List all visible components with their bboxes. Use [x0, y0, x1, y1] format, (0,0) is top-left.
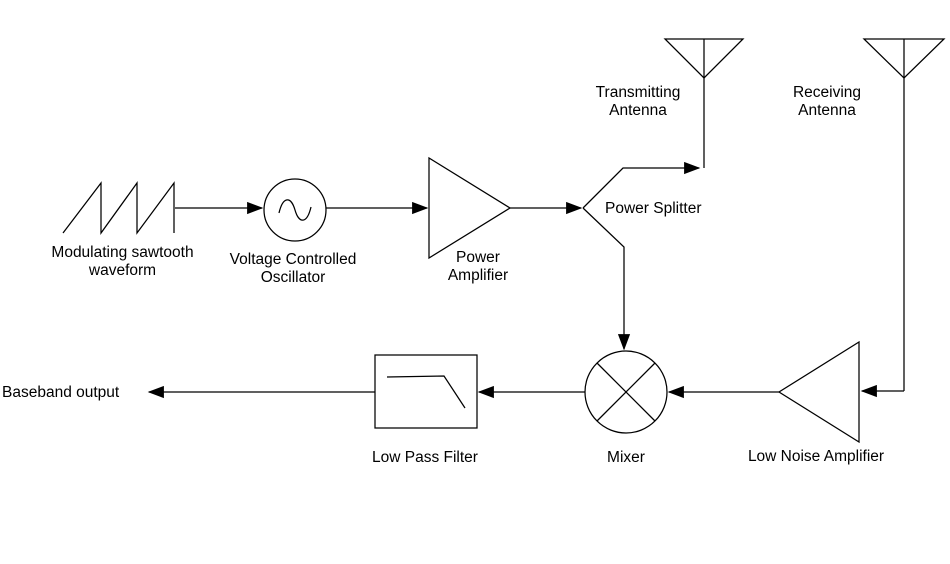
label-line: Antenna [798, 102, 856, 119]
label-line: Transmitting [595, 84, 681, 101]
sawtooth-wave-icon [62, 181, 175, 235]
transmitting-antenna-icon [663, 38, 745, 168]
label-power-splitter: Power Splitter [605, 200, 702, 217]
label-modulating-waveform: Modulating sawtooth waveform [25, 244, 220, 280]
label-baseband-output: Baseband output [2, 384, 120, 401]
vco-circle-sine-icon [263, 178, 327, 242]
label-line: Oscillator [260, 269, 326, 286]
label-transmitting-antenna: Transmitting Antenna [568, 84, 708, 120]
label-low-pass-filter: Low Pass Filter [372, 449, 478, 466]
label-line: Power [456, 249, 500, 266]
label-line: Voltage Controlled [229, 251, 357, 268]
connector-splitter-to-tx-antenna [582, 161, 701, 209]
label-line: waveform [88, 262, 157, 279]
connector-splitter-to-mixer [582, 207, 631, 351]
label-mixer: Mixer [607, 449, 645, 466]
label-line: Receiving [792, 84, 862, 101]
label-line: Antenna [609, 102, 667, 119]
label-receiving-antenna: Receiving Antenna [757, 84, 897, 120]
label-line: Amplifier [447, 267, 509, 284]
label-power-amplifier: Power Amplifier [418, 249, 538, 285]
receiving-antenna-icon [862, 38, 946, 391]
label-vco: Voltage Controlled Oscillator [223, 251, 363, 287]
low-pass-filter-box-icon [374, 354, 478, 429]
label-low-noise-amplifier: Low Noise Amplifier [747, 448, 885, 465]
label-line: Modulating sawtooth [51, 244, 194, 261]
low-noise-amplifier-triangle-icon [777, 340, 860, 444]
power-amplifier-triangle-icon [428, 156, 512, 260]
mixer-circle-x-icon [584, 350, 668, 434]
